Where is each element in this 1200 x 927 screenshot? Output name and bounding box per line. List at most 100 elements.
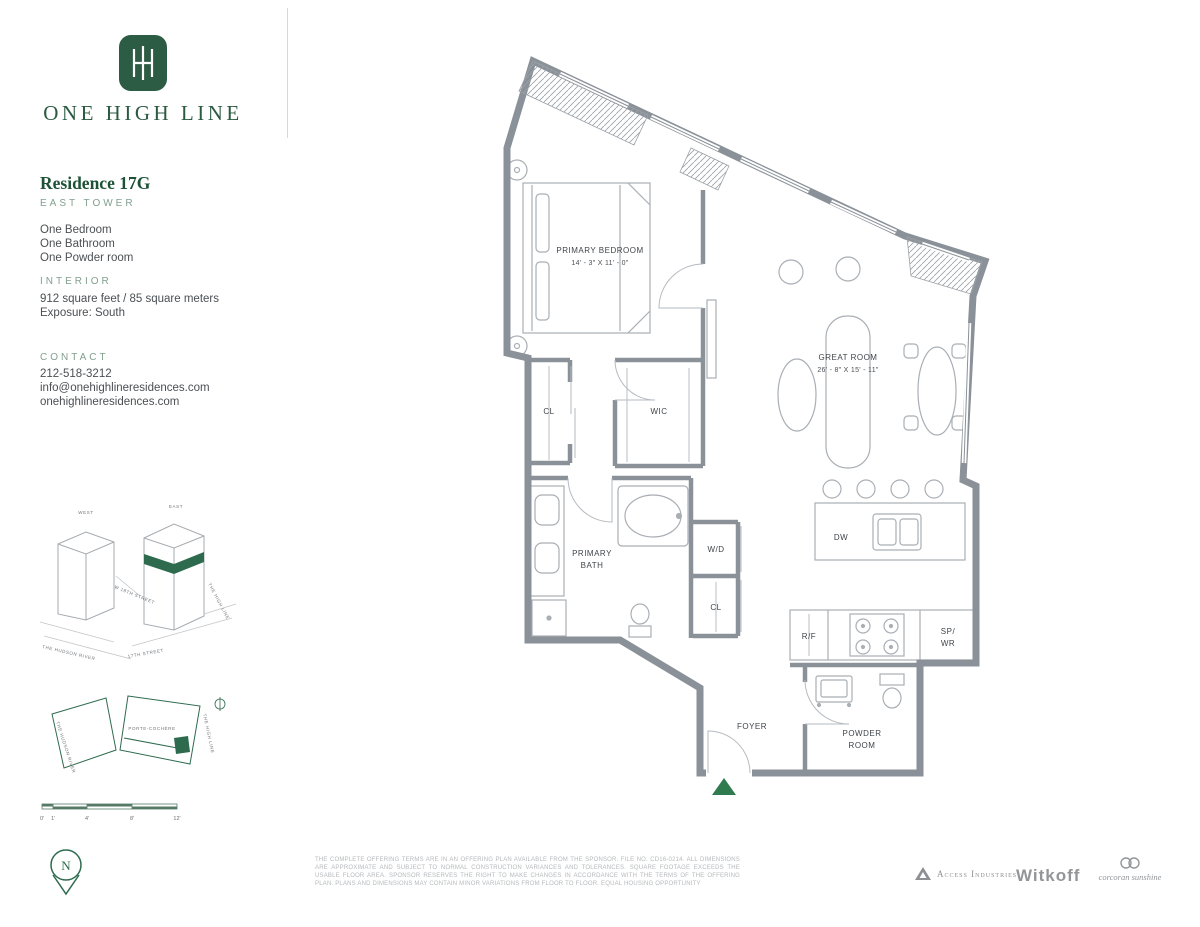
furniture-layer (506, 159, 977, 709)
tub-faucet-icon (675, 512, 683, 520)
label-great-room: GREAT ROOM (819, 353, 878, 362)
wic-door-arc (614, 359, 656, 401)
feature-bedroom: One Bedroom (40, 224, 112, 236)
bar-stool (856, 479, 876, 499)
armchair (778, 259, 804, 285)
scale-bar: 0' 1' 4' 8' 12' (40, 803, 181, 822)
label-fridge: R/F (802, 632, 816, 641)
label-sp-2: WR (941, 639, 955, 648)
bar-stool (890, 479, 910, 499)
site-blocks (51, 695, 201, 769)
lamp-icon (513, 342, 521, 350)
vanity-sink (534, 494, 560, 526)
room-labels: PRIMARY BEDROOM 14' - 3" X 11' - 0" GREA… (543, 246, 955, 750)
label-primary-bath-2: BATH (581, 561, 604, 570)
street-lines (39, 575, 237, 660)
site-north-icon (214, 697, 226, 711)
residence-title: Residence 17G (40, 173, 151, 193)
logo-corcoran-sunshine: corcoran sunshine (1090, 856, 1170, 882)
label-washer-dryer: W/D (707, 545, 724, 554)
site-plan: THE HUDSON RIVER PORTE-COCHÈRE THE HIGH … (51, 695, 226, 774)
coffee-table (777, 358, 817, 432)
kitchen-island (814, 502, 966, 561)
contact-phone: 212-518-3212 (40, 368, 112, 380)
label-primary-bath-1: PRIMARY (572, 549, 612, 558)
brand-logo (119, 35, 167, 91)
access-wordmark: Access Industries (937, 868, 1018, 879)
armchair (835, 256, 861, 282)
label-closet-1: CL (543, 407, 554, 416)
site-residence-marker (174, 736, 190, 754)
shower-drain-icon (546, 615, 552, 621)
powder-door-arc (804, 679, 850, 725)
pillow (535, 193, 550, 253)
label-wic: WIC (650, 407, 667, 416)
highlighted-floor-band (144, 552, 204, 574)
pillow (535, 261, 550, 321)
dining-chair (903, 415, 919, 431)
entry-triangle-marker (712, 778, 736, 795)
site-highline-label: THE HIGH LINE (202, 713, 215, 754)
feature-powder: One Powder room (40, 252, 134, 264)
powder-sink (815, 675, 853, 708)
interior-area: 912 square feet / 85 square meters (40, 293, 219, 305)
scale-tick-12: 12' (173, 816, 180, 822)
scale-tick-0: 0' (40, 816, 44, 822)
scale-tick-8: 8' (130, 816, 134, 822)
label-foyer: FOYER (737, 722, 767, 731)
tv-console (706, 299, 717, 379)
exterior-walls (503, 56, 990, 777)
vanity-sink (534, 542, 560, 574)
label-powder-1: POWDER (843, 729, 882, 738)
label-great-room-dims: 26' - 8" X 15' - 11" (817, 367, 879, 374)
lamp-icon (513, 166, 521, 174)
corcoran-mark-icon (1120, 857, 1140, 869)
range (849, 613, 905, 657)
scale-tick-4: 4' (85, 816, 89, 822)
closet-slider-doors (570, 366, 742, 632)
site-porte-label: PORTE-COCHÈRE (128, 725, 175, 731)
windows (559, 71, 972, 464)
dining-chair (951, 343, 967, 359)
label-primary-bedroom-dims: 14' - 3" X 11' - 0" (571, 260, 628, 267)
west-tower-label: WEST (78, 510, 93, 515)
powder-toilet (879, 673, 905, 709)
floor-plan: PRIMARY BEDROOM 14' - 3" X 11' - 0" GREA… (503, 56, 990, 795)
contact-website: onehighlineresidences.com (40, 396, 180, 408)
north-letter: N (61, 858, 71, 873)
brand-name: ONE HIGH LINE (43, 101, 243, 125)
street-17th-label: 17TH STREET (127, 648, 164, 659)
logo-witkoff: Witkoff (1016, 866, 1081, 885)
label-dishwasher: DW (834, 533, 848, 542)
header-divider (287, 8, 288, 138)
tower-label: EAST TOWER (40, 198, 136, 209)
bar-stool (924, 479, 944, 499)
bath-door-arc (567, 477, 613, 523)
label-sp-1: SP/ (941, 627, 956, 636)
dining-table (917, 346, 957, 436)
feature-bathroom: One Bathroom (40, 238, 115, 250)
building-east-tower (143, 523, 205, 631)
bath-toilet (628, 603, 652, 638)
feature-list: One Bedroom One Bathroom One Powder room (40, 223, 133, 265)
corcoran-wordmark: corcoran sunshine (1098, 872, 1162, 882)
bath-vanity (529, 485, 565, 597)
contact-email: info@onehighlineresidences.com (40, 382, 210, 394)
interior-label: INTERIOR (40, 276, 112, 287)
label-closet-2: CL (710, 603, 721, 612)
scale-tick-1: 1' (51, 816, 55, 822)
building-diagram: WEST EAST W 18TH STREET THE HIGH LINE TH… (39, 504, 237, 661)
scale-fills (42, 804, 177, 809)
north-indicator: N (50, 849, 82, 896)
entry-door-arc (707, 730, 751, 774)
access-triangle-icon (915, 867, 931, 880)
label-powder-2: ROOM (849, 741, 876, 750)
highline-label: THE HIGH LINE (207, 582, 230, 620)
north-pin-circle (50, 849, 82, 881)
terrace-hatch (518, 60, 983, 295)
sofa (825, 315, 871, 469)
bar-stool (822, 479, 842, 499)
hudson-river-label: THE HUDSON RIVER (42, 644, 96, 661)
kitchen-counter (789, 609, 977, 661)
